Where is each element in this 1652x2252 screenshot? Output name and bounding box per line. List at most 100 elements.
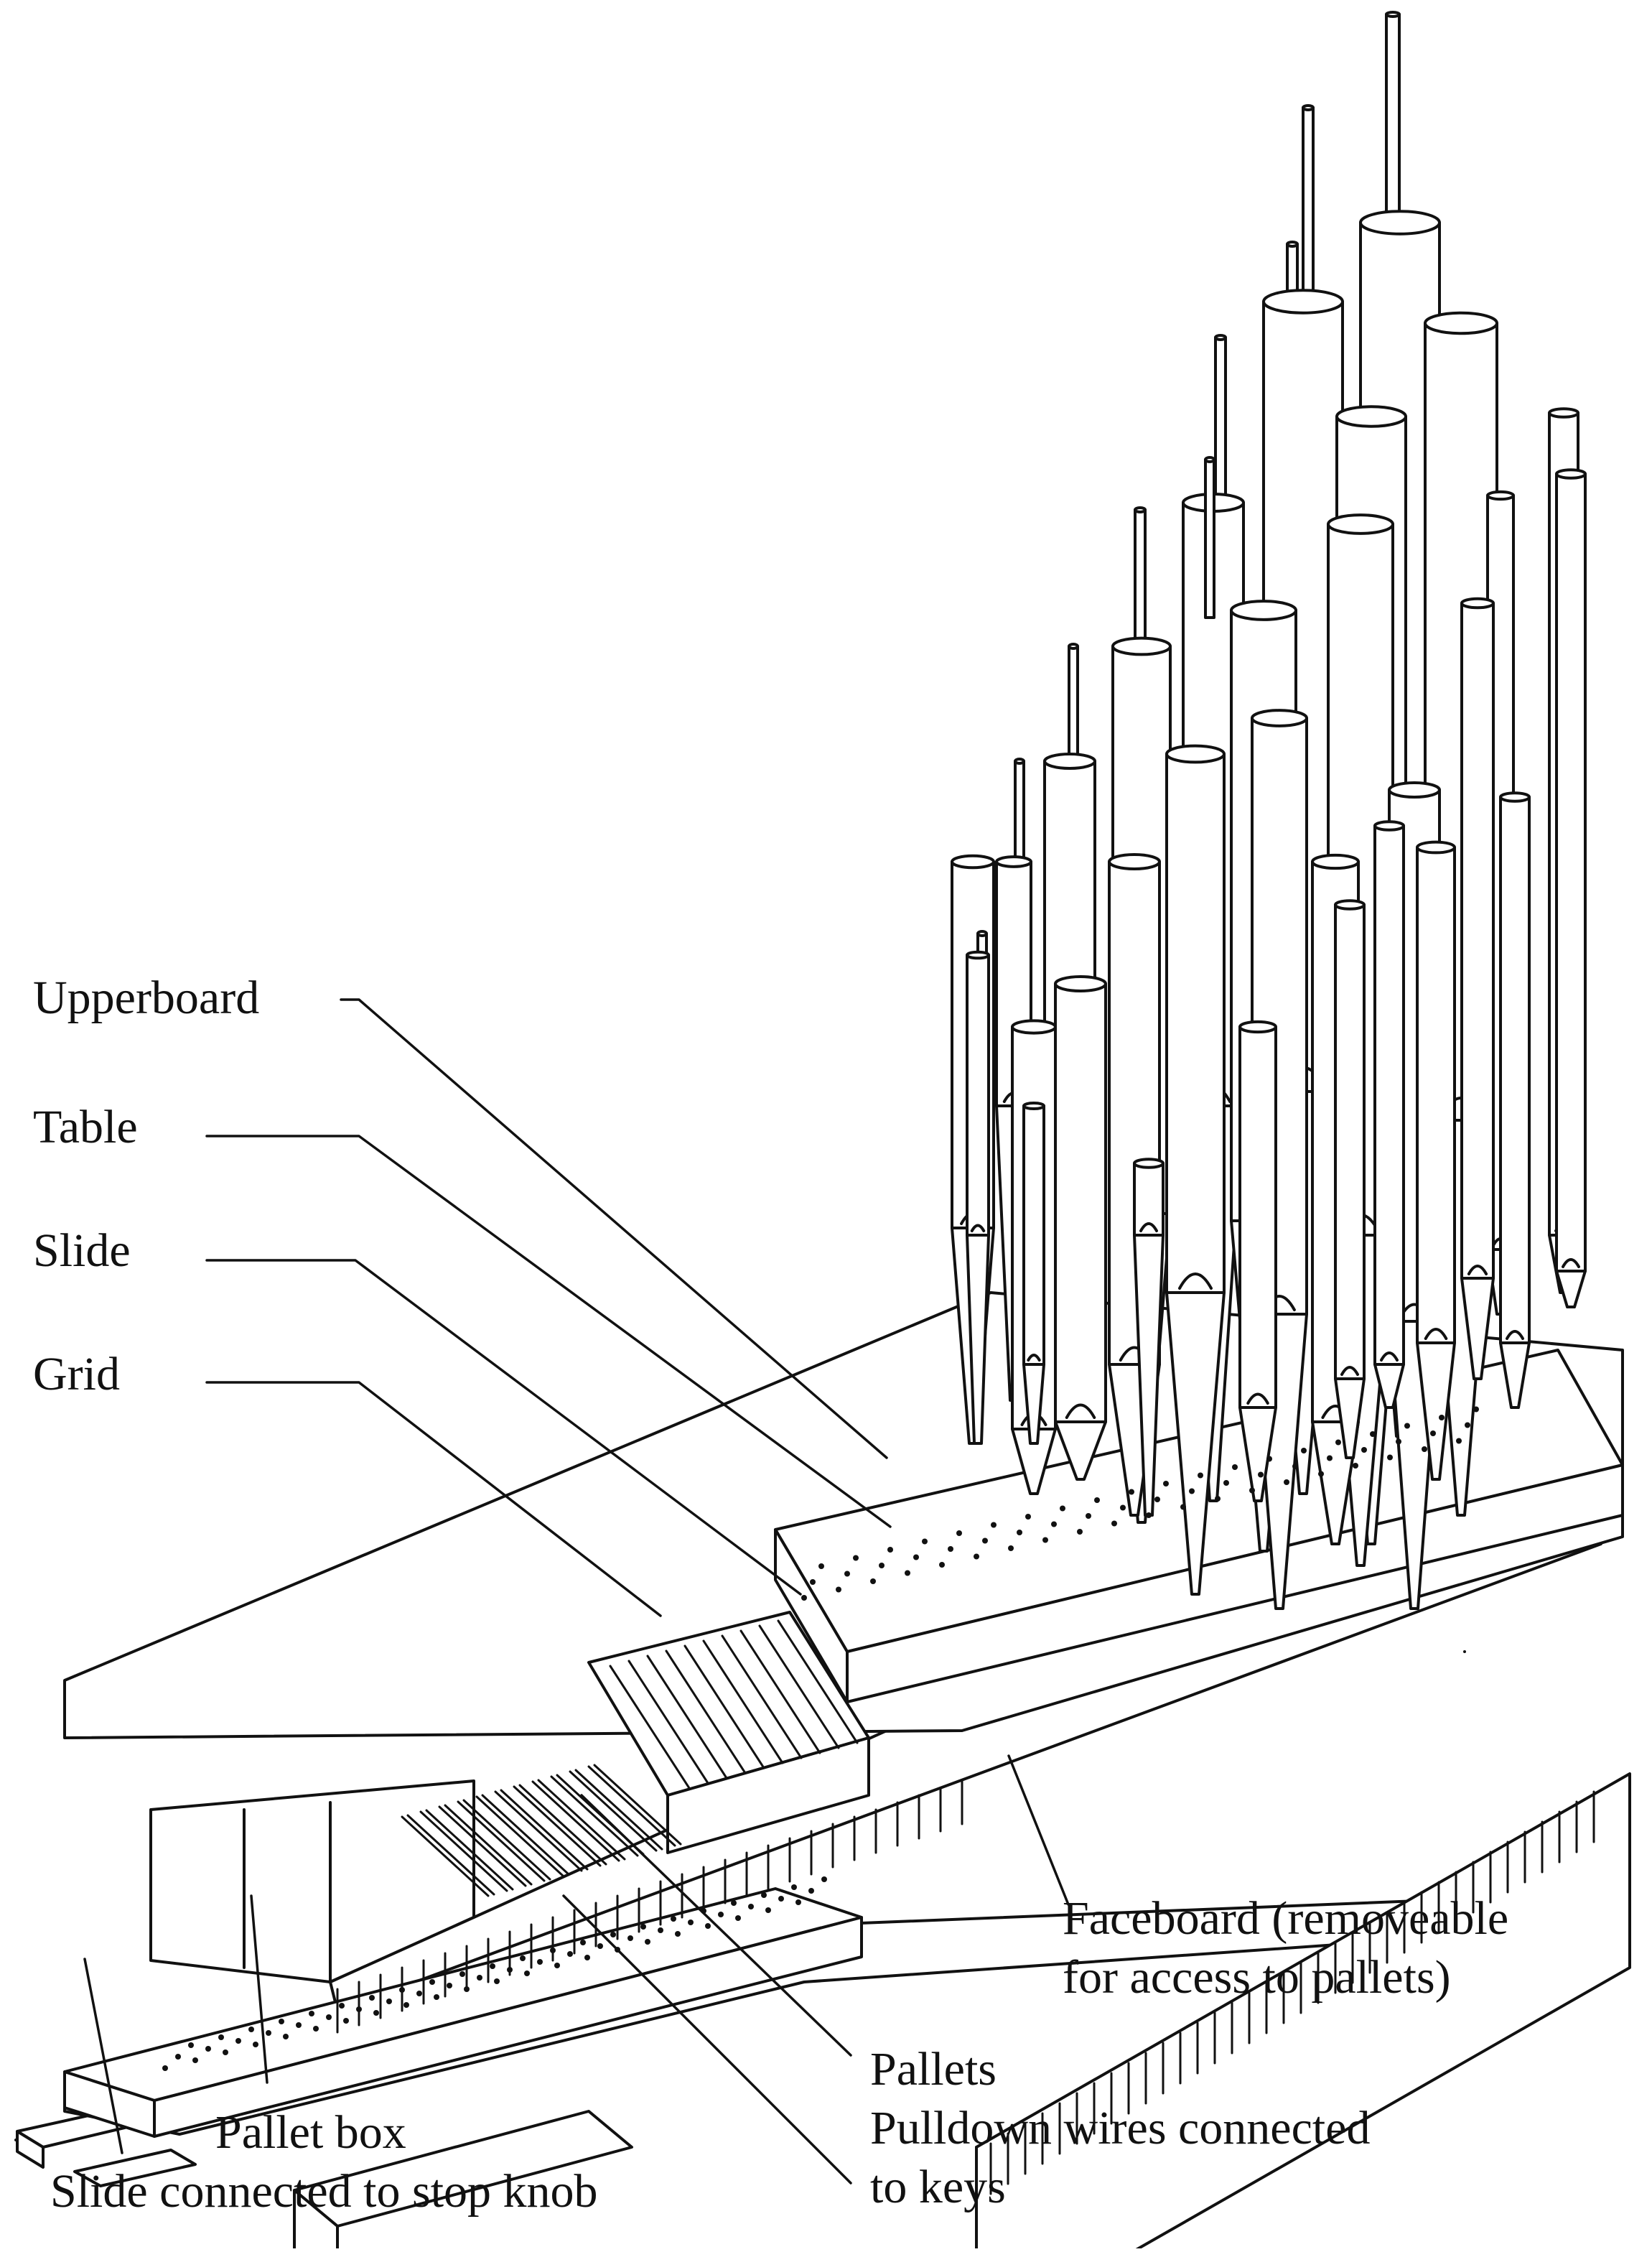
pipe-body xyxy=(1165,753,1226,1294)
pipe-foot xyxy=(1022,1363,1045,1445)
pipe-mouth xyxy=(1178,1272,1213,1290)
pipe-top xyxy=(1373,820,1405,832)
upperboard-hole xyxy=(1163,1481,1169,1486)
upperboard-hole xyxy=(1430,1430,1436,1436)
upperboard-holes xyxy=(162,1406,1479,2071)
upperboard-hole xyxy=(205,2046,211,2052)
label-faceboard-1: Faceboard (removeable xyxy=(1063,1892,1509,1945)
pallet-bar xyxy=(419,1810,508,1892)
pipe-mouth xyxy=(1065,1403,1096,1419)
upperboard-hole xyxy=(477,1975,482,1981)
grid-bars xyxy=(609,1619,859,1790)
upperboard-hole xyxy=(429,1979,435,1985)
label-upperboard: Upperboard xyxy=(33,972,260,1024)
upperboard-hole xyxy=(416,1991,422,1996)
upperboard-hole xyxy=(1318,1471,1324,1477)
label-faceboard-2: for access to pallets) xyxy=(1063,1951,1451,2004)
upperboard-hole xyxy=(1060,1505,1065,1512)
upperboard-hole xyxy=(326,2014,332,2020)
pipe-mouth xyxy=(1027,1354,1041,1362)
upperboard-hole xyxy=(1094,1497,1100,1503)
upperboard-hole xyxy=(283,2034,289,2039)
pipe-top xyxy=(966,950,990,960)
pipe-mouth xyxy=(1424,1328,1448,1340)
pipe-top xyxy=(1011,1019,1057,1035)
upperboard-hole xyxy=(887,1547,893,1553)
pipe-body xyxy=(1054,982,1107,1423)
pipe-body xyxy=(1238,1025,1277,1409)
organ-pipe-38 xyxy=(966,950,990,1445)
upperboard-hole xyxy=(386,1999,392,2004)
upperboard-hole xyxy=(1284,1479,1289,1485)
upperboard-hole xyxy=(1396,1438,1401,1445)
upperboard-hole xyxy=(610,1932,616,1937)
upperboard-hole xyxy=(313,2026,319,2032)
grid-bar xyxy=(683,1644,765,1769)
upperboard-hole xyxy=(339,2003,345,2009)
organ-pipe-30 xyxy=(1373,820,1405,1409)
pipe-top xyxy=(995,855,1032,868)
upperboard-hole xyxy=(761,1892,767,1898)
pipe-top xyxy=(1311,853,1360,870)
grid-bar xyxy=(721,1634,803,1759)
upperboard-hole xyxy=(175,2054,181,2060)
pipe-foot xyxy=(1373,1363,1405,1409)
upperboard-hole xyxy=(844,1571,850,1577)
pipe-top xyxy=(1165,744,1226,764)
upperboard-hole xyxy=(808,1888,814,1894)
upperboard-hole xyxy=(1232,1464,1238,1470)
pipe-top xyxy=(1238,1020,1277,1034)
upperboard-hole xyxy=(1258,1471,1264,1478)
upperboard-hole xyxy=(266,2030,271,2036)
pipe-foot xyxy=(1011,1428,1057,1495)
pallet-bar xyxy=(457,1800,546,1882)
upperboard-hole xyxy=(296,2022,302,2028)
upperboard-hole xyxy=(870,1578,876,1584)
upperboard-hole xyxy=(248,2027,254,2032)
upperboard-hole xyxy=(279,2019,284,2024)
upperboard-hole xyxy=(1111,1520,1117,1527)
upperboard-hole xyxy=(795,1899,801,1905)
grid-bar xyxy=(646,1655,728,1779)
pipe-top xyxy=(1133,1158,1165,1169)
upperboard-hole xyxy=(162,2065,168,2071)
pipe-top xyxy=(1499,791,1531,803)
upperboard-hole xyxy=(1361,1447,1367,1453)
upperboard-hole xyxy=(188,2042,194,2048)
organ-pipe-20 xyxy=(1460,597,1495,1380)
upperboard-hole xyxy=(1249,1487,1255,1494)
upperboard-hole xyxy=(731,1900,737,1906)
pallet-bar-edge xyxy=(425,1809,514,1891)
upperboard-hole xyxy=(853,1555,859,1561)
pallet-bar xyxy=(587,1765,676,1847)
pipe-top xyxy=(1054,975,1107,992)
upperboard-hole xyxy=(879,1563,885,1568)
pipe-body xyxy=(1022,1104,1045,1366)
pallet-bar xyxy=(531,1780,620,1862)
upperboard-hole xyxy=(554,1963,560,1968)
upperboard-hole xyxy=(765,1907,771,1913)
organ-pipe-32 xyxy=(1499,791,1531,1409)
pipe-mouth xyxy=(1340,1366,1359,1376)
upperboard-hole xyxy=(1387,1454,1393,1461)
pallet-bar xyxy=(438,1805,527,1887)
organ-pipe-27 xyxy=(1054,975,1107,1481)
upperboard-hole xyxy=(1465,1422,1470,1428)
pipe-top xyxy=(1416,840,1456,855)
upperboard-hole xyxy=(1017,1530,1022,1535)
upperboard-hole xyxy=(1422,1446,1427,1452)
pallet-bar-edge xyxy=(481,1794,570,1876)
pallet-bar-edge xyxy=(593,1764,682,1846)
pipe-top xyxy=(1286,241,1299,248)
upperboard-hole xyxy=(524,1970,530,1976)
pallet-bar xyxy=(401,1815,490,1897)
upperboard-hole xyxy=(403,2002,409,2008)
upperboard-hole xyxy=(1404,1423,1410,1429)
label-pallets: Pallets xyxy=(870,2043,997,2095)
organ-pipe-34 xyxy=(1238,1020,1277,1502)
label-table: Table xyxy=(33,1101,138,1153)
upperboard-hole xyxy=(818,1563,824,1569)
pallet-bar-edge xyxy=(537,1779,626,1861)
pipe-body xyxy=(1555,473,1587,1272)
